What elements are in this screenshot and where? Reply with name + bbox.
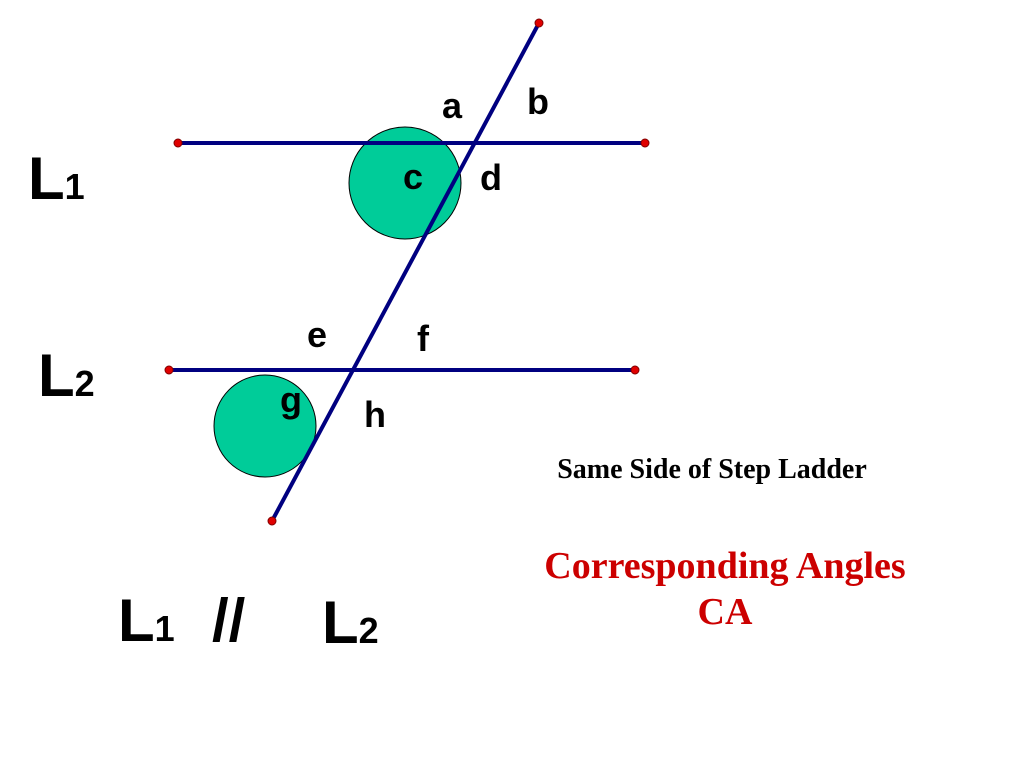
- statement-left-line: L1: [118, 587, 175, 654]
- endpoint-l1-right: [640, 138, 650, 148]
- angle-g-highlight: [213, 374, 317, 478]
- caption-corresponding-angles: Corresponding Angles CA: [490, 543, 960, 635]
- statement-right-letter: L: [322, 589, 359, 656]
- angle-label-c: c: [403, 156, 423, 197]
- statement-right-line: L2: [322, 589, 379, 656]
- endpoint-l1-left: [173, 138, 183, 148]
- caption-corresponding-angles-title: Corresponding Angles: [544, 545, 906, 587]
- statement-left-subscript: 1: [155, 608, 175, 649]
- endpoint-transversal-bottom: [267, 516, 277, 526]
- caption-same-side-ladder: Same Side of Step Ladder: [557, 454, 867, 485]
- endpoint-l2-right: [630, 365, 640, 375]
- angle-label-h: h: [364, 394, 386, 435]
- angle-label-g: g: [280, 379, 302, 420]
- angle-label-b: b: [527, 81, 549, 122]
- line-name-l1-subscript: 1: [65, 166, 85, 207]
- line-name-l2-letter: L: [38, 342, 75, 409]
- endpoint-l2-left: [164, 365, 174, 375]
- transversal-line: [270, 22, 541, 522]
- parallel-symbol: //: [212, 587, 246, 654]
- statement-left-letter: L: [118, 587, 155, 654]
- angle-label-d: d: [480, 157, 502, 198]
- angle-label-f: f: [417, 318, 430, 359]
- endpoint-transversal-top: [534, 18, 544, 28]
- angle-label-e: e: [307, 314, 327, 355]
- statement-right-subscript: 2: [359, 610, 379, 651]
- angle-label-a: a: [442, 85, 463, 126]
- caption-ca-abbreviation: CA: [697, 591, 753, 633]
- line-name-l2: L2: [38, 342, 95, 409]
- line-name-l1: L1: [28, 145, 85, 212]
- line-name-l1-letter: L: [28, 145, 65, 212]
- line-name-l2-subscript: 2: [75, 363, 95, 404]
- angle-c-highlight: [348, 126, 462, 240]
